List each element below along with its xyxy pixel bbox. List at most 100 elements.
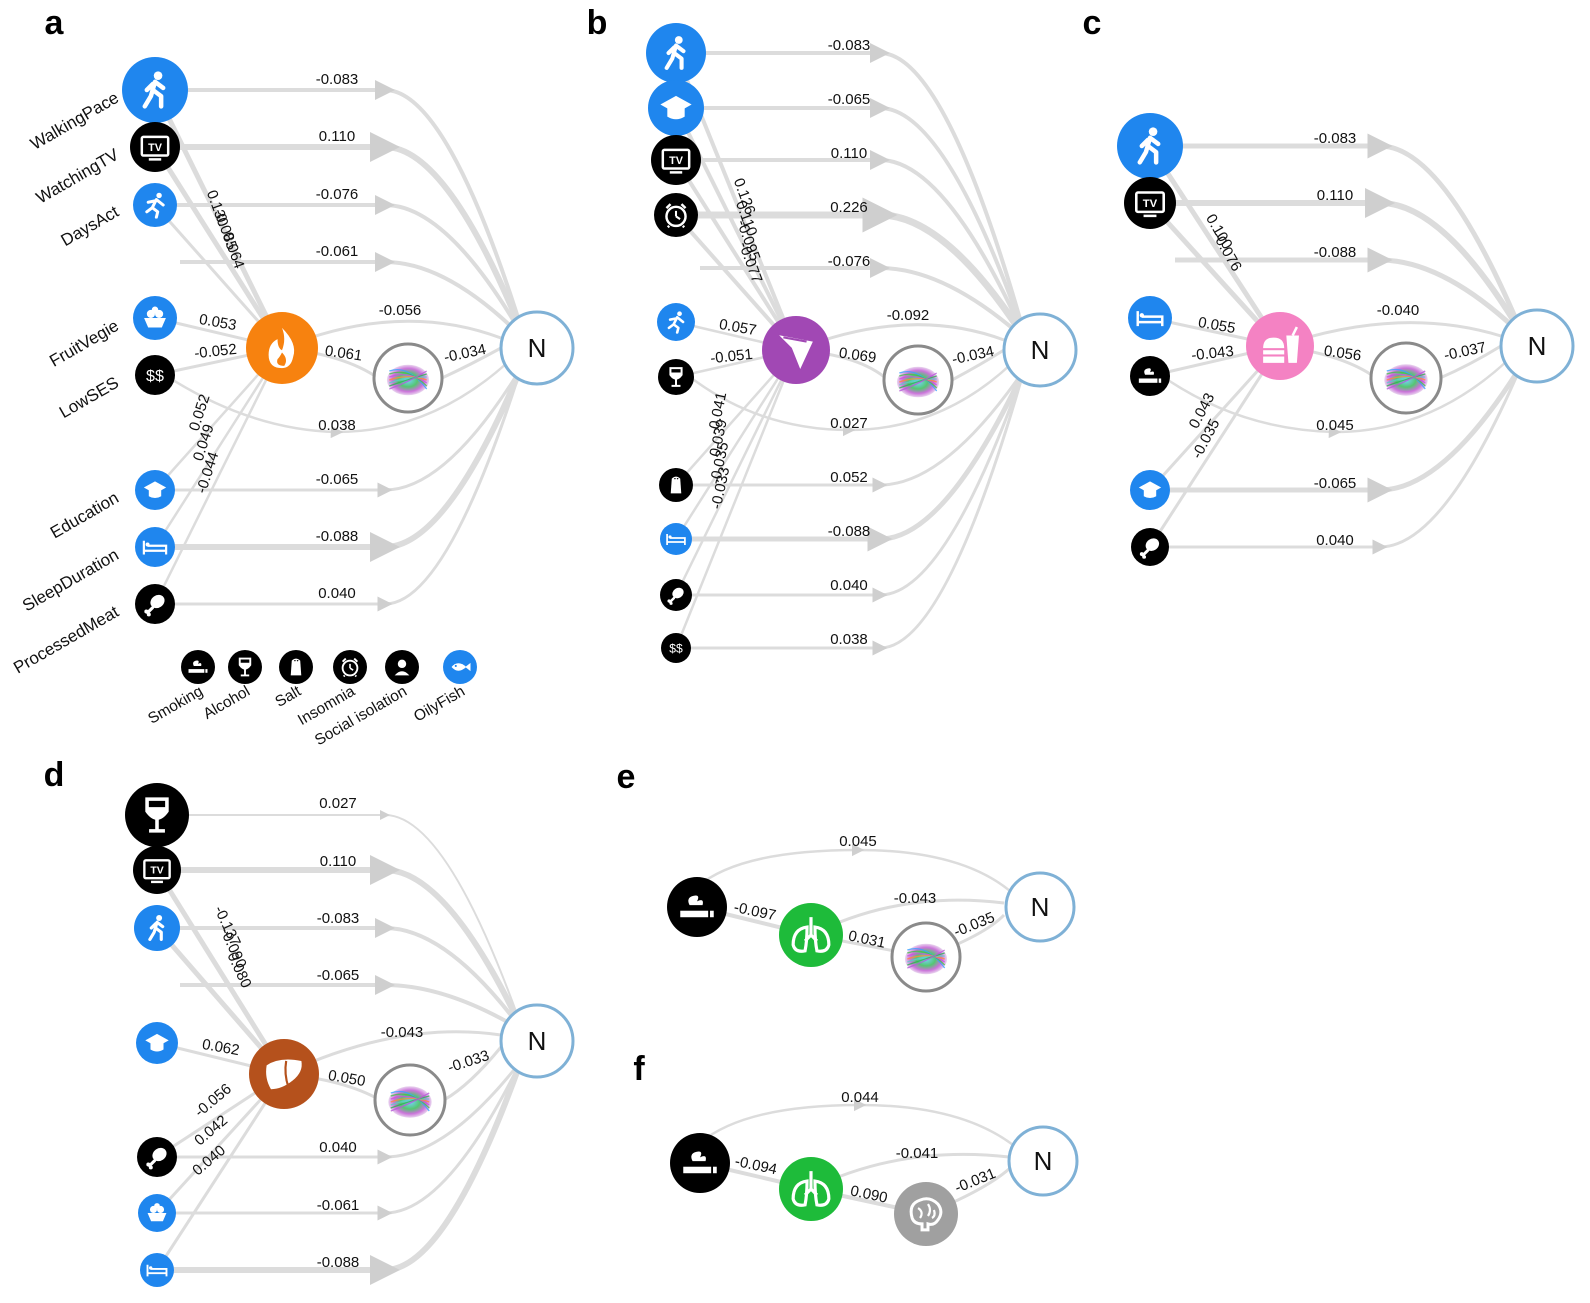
brain-tract-icon <box>373 1063 447 1137</box>
panel-c-bottom-edge-label: 0.040 <box>1316 532 1354 549</box>
outcome-node-d: N <box>499 1003 575 1079</box>
panel-a-mid-edge <box>164 362 508 439</box>
panel-d-mediator-brain-label: 0.050 <box>327 1067 367 1090</box>
panel-c-top-edge <box>1175 247 1525 338</box>
education-icon <box>1130 470 1170 510</box>
panel-a-top-edge <box>155 131 528 342</box>
lung-icon <box>779 1157 843 1221</box>
processed-meat-icon <box>660 579 692 611</box>
panel-b-brain-n-label: -0.034 <box>950 343 995 368</box>
panel-b-bottom-edge-label: -0.088 <box>828 523 871 540</box>
panel-c-mid-edge-label: 0.045 <box>1316 417 1354 434</box>
panel-b-to-mediator <box>674 158 798 352</box>
svg-text:N: N <box>528 333 547 363</box>
panel-d-top-edge <box>157 917 525 1033</box>
smoking-icon <box>667 877 727 937</box>
walking-pace-icon <box>122 57 188 123</box>
panel-a-bottom-edge <box>170 366 524 563</box>
processed-meat-icon <box>135 584 175 624</box>
low-ses-icon <box>135 355 175 395</box>
panel-b-top-edge-label: -0.076 <box>828 253 871 270</box>
panel-b-to-mediator <box>674 349 798 596</box>
brain-tract-icon <box>882 344 954 416</box>
panel-c-top-edge <box>1150 187 1526 338</box>
panel-a-mid-edge-label: 0.038 <box>318 417 356 434</box>
sleep-icon <box>135 527 175 567</box>
smoking-icon <box>181 650 215 684</box>
panel-f-top-edge-label: 0.044 <box>841 1089 879 1106</box>
panel-b-bottom-edge <box>690 368 1027 552</box>
panel-a-bottom-edge <box>170 367 523 498</box>
panel-b-to-mediator <box>674 349 798 649</box>
walking-pace-icon <box>646 23 706 83</box>
panel-c-mediator-in-label: -0.076 <box>1209 229 1245 274</box>
panel-b-top-edge-label: 0.226 <box>830 199 868 216</box>
panel-b-mediator-n-label: -0.092 <box>887 307 930 324</box>
panel-c-top-edge-label: 0.110 <box>1317 187 1353 204</box>
panel-a-mediator-brain-label: 0.061 <box>324 343 364 365</box>
panel-d-bottom-edge <box>170 1060 523 1165</box>
brain-tract-icon <box>372 342 444 414</box>
panel-a-bottom-edge-label: 0.040 <box>318 585 356 602</box>
panel-d-bottom-edge <box>170 1059 524 1286</box>
panel-a-walk-to-mediator <box>152 88 285 350</box>
panel-d-edu-in-label: 0.062 <box>201 1036 241 1059</box>
panel-b-top-edge <box>676 197 1029 342</box>
panel-b-brain-n <box>951 348 1005 382</box>
smoking-icon <box>670 1133 730 1193</box>
panel-c-top-edge-label: -0.088 <box>1314 244 1357 261</box>
panel-label-e: e <box>617 758 636 796</box>
panel-d-mediator-n-label: -0.043 <box>381 1024 424 1041</box>
panel-a-brain-n-label: -0.034 <box>442 341 487 366</box>
panel-e-lung-n-label: -0.043 <box>894 890 937 907</box>
panel-a-bottom-edge-label: -0.065 <box>316 471 359 488</box>
smoking-icon <box>1130 356 1170 396</box>
panel-b-bottom-edge <box>690 369 1026 656</box>
svg-text:N: N <box>1031 892 1050 922</box>
panel-a-tv-to-mediator <box>152 145 285 350</box>
low-ses-icon <box>661 633 691 663</box>
panel-label-b: b <box>587 4 608 42</box>
panel-c-mid-edge <box>1161 360 1508 439</box>
panel-f-top-edge <box>699 1098 1014 1146</box>
panel-a-bottom-edge <box>170 367 523 612</box>
processed-meat-icon <box>137 1137 177 1177</box>
panel-f-lung-brain-label: 0.090 <box>849 1182 889 1206</box>
education-icon <box>135 470 175 510</box>
outcome-node-e: N <box>1004 871 1076 943</box>
panel-e-top-edge <box>696 843 1011 892</box>
panel-c-mediator-n-label: -0.040 <box>1377 302 1420 319</box>
panel-a-top-edge-label: 0.110 <box>319 128 355 145</box>
panel-c-bottom-edge <box>1165 364 1524 503</box>
panel-b-bottom-edge <box>690 369 1026 603</box>
edge-layer <box>152 42 1526 1286</box>
panel-c-bottom-edge-label: -0.065 <box>1314 475 1357 492</box>
education-icon <box>136 1022 178 1064</box>
panel-d-lower-in-label: 0.042 <box>191 1112 231 1149</box>
panel-a-node-label: LowSES <box>56 373 122 422</box>
tv-icon <box>130 122 180 172</box>
panel-c-brain-n <box>1439 344 1502 380</box>
svg-text:N: N <box>528 1026 547 1056</box>
tv-icon <box>1124 177 1176 229</box>
panel-e-lung-brain-label: 0.031 <box>847 927 887 951</box>
panel-d-to-mediator <box>155 1073 286 1271</box>
panel-b-bottom-edge-label: 0.052 <box>830 469 868 486</box>
panel-d-brain-n-label: -0.033 <box>446 1047 492 1076</box>
panel-c-top-edge <box>1150 133 1526 337</box>
svg-text:N: N <box>1034 1146 1053 1176</box>
panel-d-top-edge-label: 0.110 <box>320 853 356 870</box>
legend-label: Smoking <box>145 683 206 728</box>
run-icon <box>657 303 695 341</box>
panel-a-ses-in-label: -0.052 <box>193 341 237 362</box>
liver-icon <box>249 1039 319 1109</box>
salt-icon <box>279 650 313 684</box>
panel-d-top-edge <box>180 974 525 1033</box>
panel-a-node-label: DaysAct <box>58 202 123 250</box>
outcome-node-c: N <box>1499 308 1575 384</box>
legend-label: Salt <box>272 682 304 710</box>
panel-c-mediator-brain-label: 0.056 <box>1323 343 1363 365</box>
panel-a-node-label: FruitVegie <box>46 316 122 371</box>
panel-a-top-edge <box>155 194 527 341</box>
panel-b-to-mediator <box>674 349 798 540</box>
